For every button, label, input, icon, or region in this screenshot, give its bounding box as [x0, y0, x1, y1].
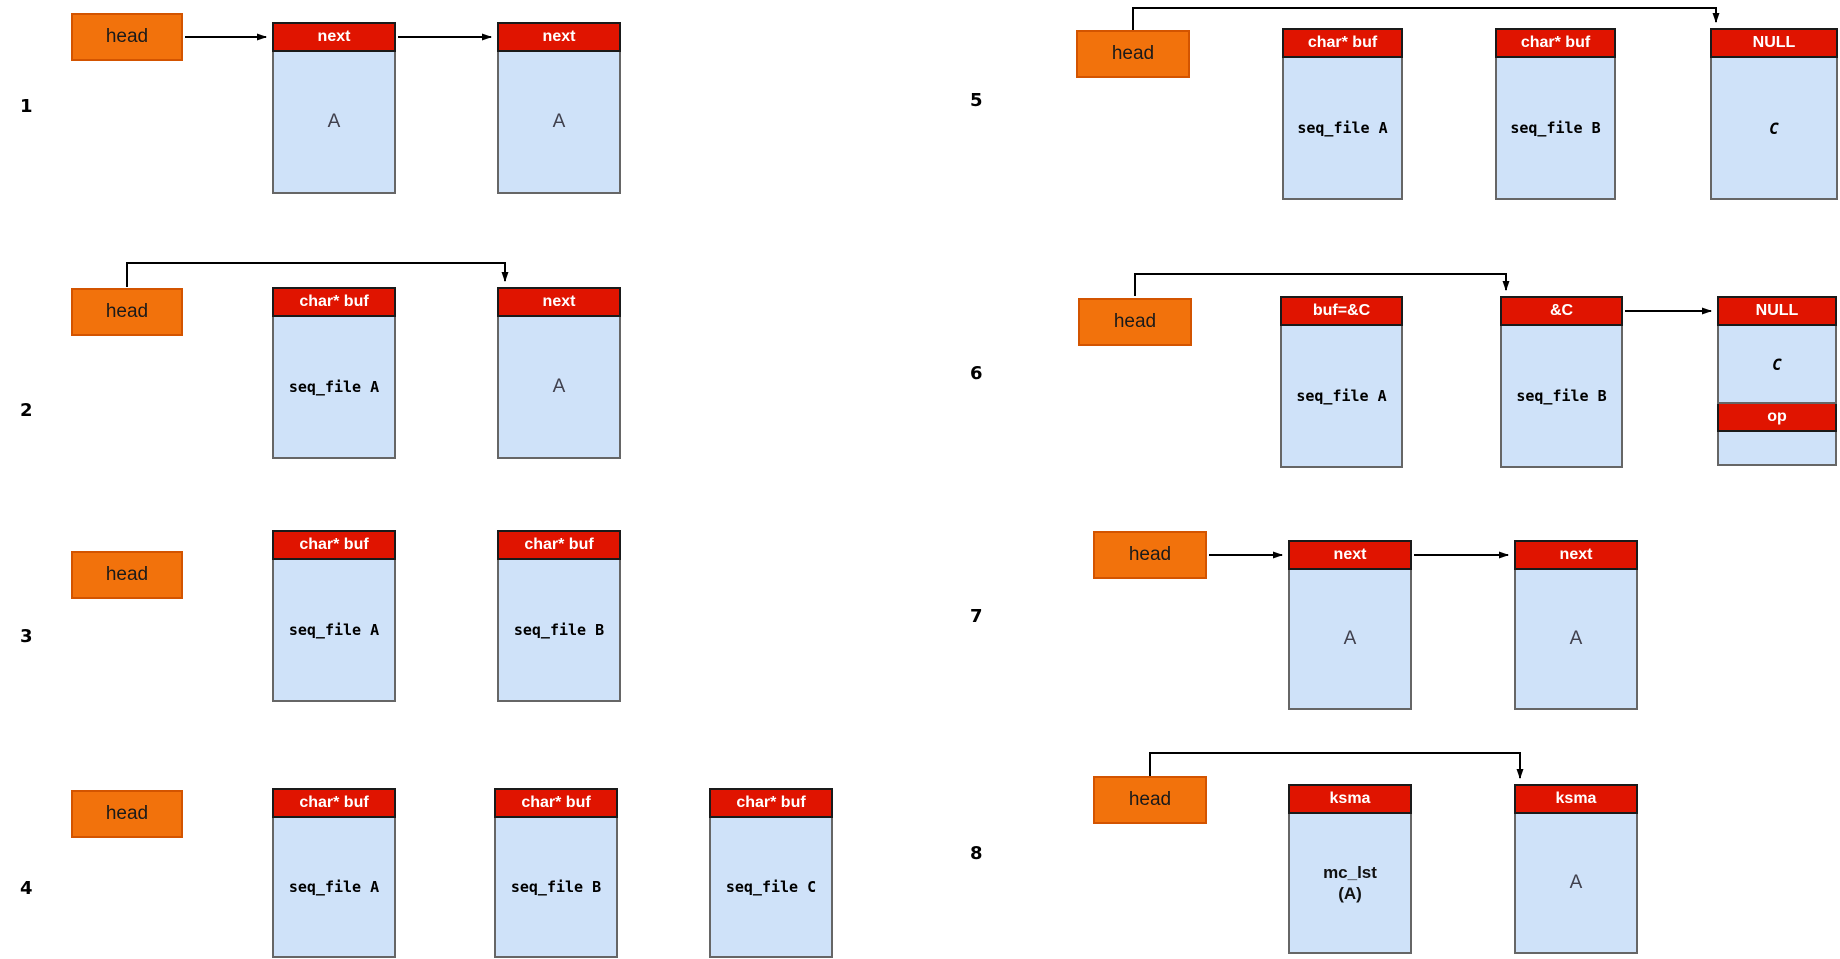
list-node: next A: [272, 22, 396, 194]
node-header: char* buf: [272, 788, 396, 818]
node-body: seq_file A: [1280, 326, 1403, 468]
list-node-null: NULL C op: [1717, 296, 1837, 466]
arrow-s8-head-to-node2: [1149, 752, 1524, 779]
node-body: seq_file A: [1282, 58, 1403, 200]
section-8-label: 8: [970, 843, 983, 864]
node-body: C: [1710, 58, 1838, 200]
list-node: next A: [497, 287, 621, 459]
node-header: buf=&C: [1280, 296, 1403, 326]
node-body: C: [1717, 326, 1837, 404]
node-header: char* buf: [497, 530, 621, 560]
section-2-label: 2: [20, 400, 33, 421]
node-op-band: op: [1717, 404, 1837, 432]
node-header: ksma: [1288, 784, 1412, 814]
node-body: seq_file A: [272, 317, 396, 459]
node-header: next: [497, 22, 621, 52]
node-header: char* buf: [709, 788, 833, 818]
head-box: head: [71, 288, 183, 336]
node-body-empty: [1717, 432, 1837, 466]
list-node: char* buf seq_file A: [272, 788, 396, 958]
head-box: head: [1076, 30, 1190, 78]
head-box: head: [1078, 298, 1192, 346]
section-5-label: 5: [970, 90, 983, 111]
node-body: A: [497, 317, 621, 459]
node-header: next: [1288, 540, 1412, 570]
node-body: A: [1514, 570, 1638, 710]
node-body: A: [272, 52, 396, 194]
list-node: next A: [1288, 540, 1412, 710]
arrow-s2-head-to-node2: [126, 262, 509, 287]
head-box: head: [71, 790, 183, 838]
head-box: head: [1093, 776, 1207, 824]
section-3-label: 3: [20, 626, 33, 647]
list-node: ksma A: [1514, 784, 1638, 954]
node-header: char* buf: [494, 788, 618, 818]
list-node: ksma mc_lst (A): [1288, 784, 1412, 954]
node-body: A: [1514, 814, 1638, 954]
list-node: buf=&C seq_file A: [1280, 296, 1403, 468]
list-node-null: NULL C: [1710, 28, 1838, 200]
section-1-label: 1: [20, 96, 33, 117]
node-header: char* buf: [272, 530, 396, 560]
arrow-s5-head-to-null: [1132, 7, 1720, 30]
node-header: NULL: [1717, 296, 1837, 326]
list-node: char* buf seq_file B: [497, 530, 621, 702]
list-node: char* buf seq_file A: [1282, 28, 1403, 200]
head-box: head: [71, 551, 183, 599]
list-node: char* buf seq_file C: [709, 788, 833, 958]
list-node: &C seq_file B: [1500, 296, 1623, 468]
node-body: seq_file B: [1495, 58, 1616, 200]
node-body: seq_file A: [272, 560, 396, 702]
node-body: A: [497, 52, 621, 194]
section-4-label: 4: [20, 878, 33, 899]
list-node: next A: [1514, 540, 1638, 710]
section-6-label: 6: [970, 363, 983, 384]
node-body: seq_file B: [497, 560, 621, 702]
node-body: A: [1288, 570, 1412, 710]
node-body: seq_file B: [1500, 326, 1623, 468]
head-box: head: [1093, 531, 1207, 579]
node-header: char* buf: [1495, 28, 1616, 58]
list-node: char* buf seq_file B: [494, 788, 618, 958]
list-node: char* buf seq_file B: [1495, 28, 1616, 200]
node-header: next: [497, 287, 621, 317]
node-header: next: [1514, 540, 1638, 570]
node-body: seq_file C: [709, 818, 833, 958]
list-node: char* buf seq_file A: [272, 530, 396, 702]
list-node: next A: [497, 22, 621, 194]
node-header: NULL: [1710, 28, 1838, 58]
node-header: ksma: [1514, 784, 1638, 814]
arrow-s6-head-to-node2: [1134, 273, 1510, 296]
node-header: char* buf: [1282, 28, 1403, 58]
list-node: char* buf seq_file A: [272, 287, 396, 459]
head-box: head: [71, 13, 183, 61]
node-header: char* buf: [272, 287, 396, 317]
node-body: mc_lst (A): [1288, 814, 1412, 954]
node-body: seq_file A: [272, 818, 396, 958]
node-header: next: [272, 22, 396, 52]
node-body: seq_file B: [494, 818, 618, 958]
section-7-label: 7: [970, 606, 983, 627]
node-header: &C: [1500, 296, 1623, 326]
